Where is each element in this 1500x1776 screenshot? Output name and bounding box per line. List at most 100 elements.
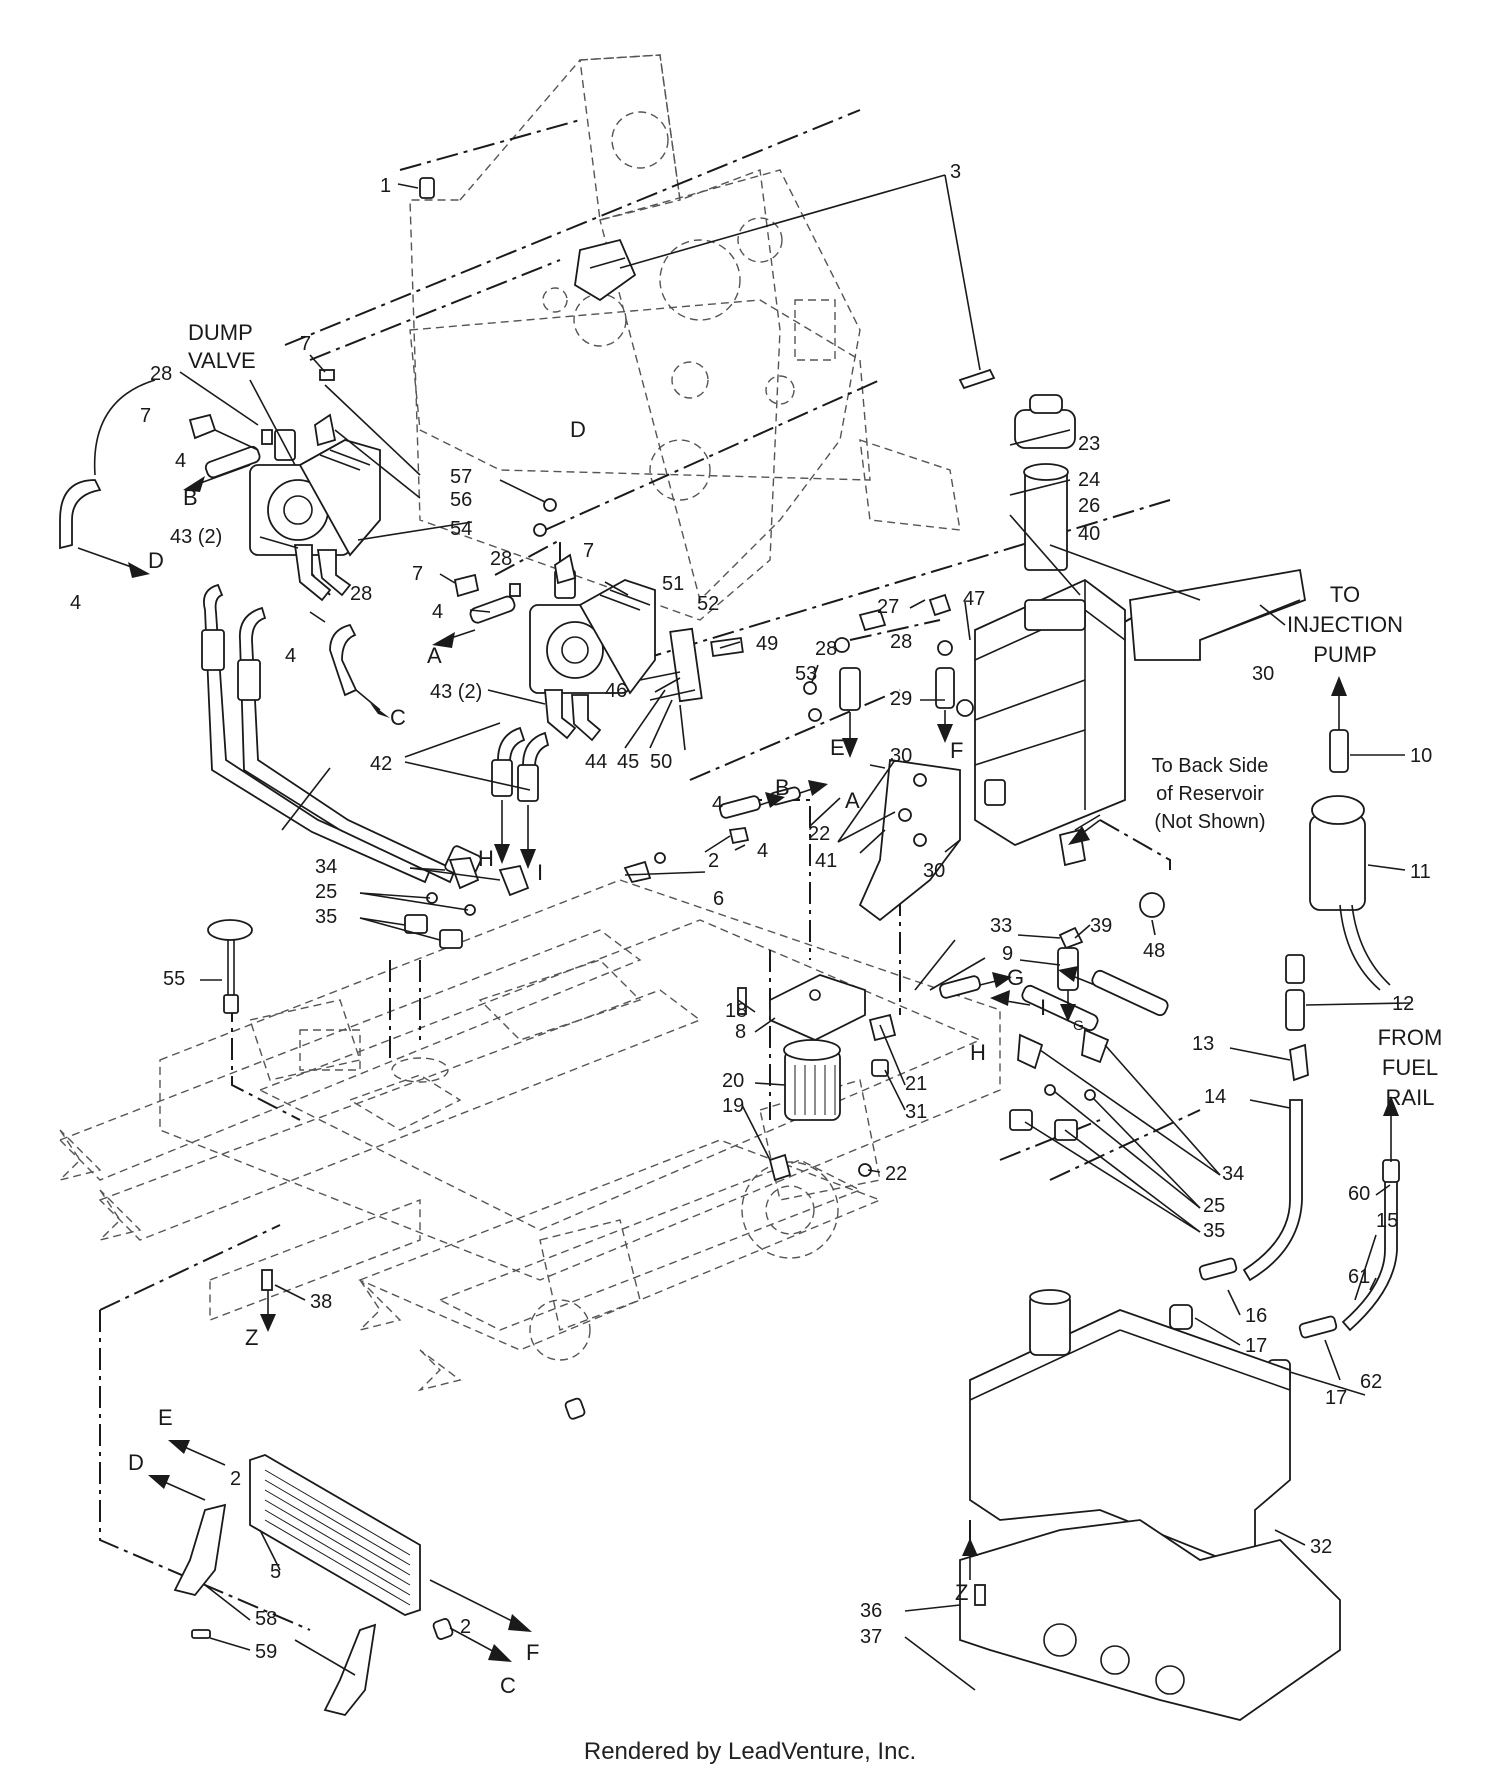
callout-30b: 30 (923, 860, 945, 882)
callout-43b: 43 (2) (430, 681, 482, 703)
callout-45: 45 (617, 751, 639, 773)
callout-41: 41 (815, 850, 837, 872)
hose-segments (59, 479, 358, 697)
callout-21: 21 (905, 1073, 927, 1095)
part-11-fuel-filter (1309, 795, 1391, 991)
flow-letter-E: E (830, 735, 845, 760)
callout-48: 48 (1143, 940, 1165, 962)
callout-4a: 4 (175, 450, 186, 472)
callout-59: 59 (255, 1641, 277, 1663)
callout-26: 26 (1078, 495, 1100, 517)
callout-3: 3 (950, 161, 961, 183)
flow-letter-E-2: E (158, 1405, 173, 1430)
callout-17a: 17 (1245, 1335, 1267, 1357)
callout-labels: 1 3 7 7 7 7 28 28 28 28 28 4 4 4 4 4 4 5… (70, 161, 1432, 1663)
callout-28a: 28 (150, 363, 172, 385)
flow-letter-D-frame: D (570, 417, 586, 442)
callout-4f: 4 (757, 840, 768, 862)
flow-letter-C-2: C (500, 1673, 516, 1698)
part-41-bracket (858, 758, 961, 922)
callout-28d: 28 (815, 638, 837, 660)
callout-28c: 28 (350, 583, 372, 605)
callout-16: 16 (1245, 1305, 1267, 1327)
callout-28e: 28 (890, 631, 912, 653)
callout-18: 18 (725, 1000, 747, 1022)
callout-39: 39 (1090, 915, 1112, 937)
callout-62: 62 (1360, 1371, 1382, 1393)
part-20-oil-filter (783, 1039, 841, 1121)
flow-letter-I-2: I (1040, 995, 1046, 1020)
flow-letter-A: A (427, 643, 442, 668)
callout-25a: 25 (315, 881, 337, 903)
part-43-elbows (293, 544, 602, 742)
callout-22b: 22 (885, 1163, 907, 1185)
callout-34b: 34 (1222, 1163, 1244, 1185)
note-injection-line1: TO (1330, 582, 1360, 607)
callout-11: 11 (1410, 861, 1431, 883)
callout-10: 10 (1410, 745, 1432, 767)
note-back-side-line2: of Reservoir (1156, 783, 1264, 805)
callout-55: 55 (163, 968, 185, 990)
note-back-side-line1: To Back Side (1152, 755, 1269, 777)
callout-44: 44 (585, 751, 607, 773)
main-chassis-frame (57, 879, 1001, 1392)
callout-2b: 2 (230, 1468, 241, 1490)
callout-19: 19 (722, 1095, 744, 1117)
callout-5: 5 (270, 1561, 281, 1583)
callout-7c: 7 (412, 563, 423, 585)
flow-arrows (77, 464, 1399, 1662)
callout-46: 46 (605, 680, 627, 702)
render-credit: Rendered by LeadVenture, Inc. (583, 1738, 917, 1765)
callout-36: 36 (860, 1600, 882, 1622)
callout-2a: 2 (708, 850, 719, 872)
callout-8: 8 (735, 1021, 746, 1043)
leader-lines (93, 174, 1411, 1691)
note-to-injection-pump: TO INJECTION PUMP (1287, 582, 1403, 667)
callout-14: 14 (1204, 1086, 1226, 1108)
flow-letter-G: G (1007, 965, 1024, 990)
callout-50: 50 (650, 751, 672, 773)
flow-letter-C: C (390, 705, 406, 730)
callout-37: 37 (860, 1626, 882, 1648)
part-42-hoses (201, 583, 550, 884)
callout-6: 6 (713, 888, 724, 910)
callout-47: 47 (963, 588, 985, 610)
callout-23: 23 (1078, 433, 1100, 455)
part-24-strainer (1023, 463, 1069, 571)
small-fittings (188, 369, 974, 717)
callout-30a: 30 (890, 745, 912, 767)
callout-38: 38 (310, 1291, 332, 1313)
callout-53: 53 (795, 663, 817, 685)
note-fuel-rail-line3: RAIL (1386, 1085, 1435, 1110)
flow-letter-F-2: F (526, 1640, 539, 1665)
flow-letter-H-2: H (970, 1040, 986, 1065)
part-40-bracket (1129, 568, 1307, 661)
callout-54: 54 (450, 518, 472, 540)
note-fuel-rail-line2: FUEL (1382, 1055, 1438, 1080)
callout-30c: 30 (1252, 663, 1274, 685)
callout-61: 61 (1348, 1266, 1370, 1288)
callout-25b: 25 (1203, 1195, 1225, 1217)
callout-28b: 28 (490, 548, 512, 570)
callout-29: 29 (890, 688, 912, 710)
part-26-reservoir (974, 578, 1126, 847)
callout-2c: 2 (460, 1616, 471, 1638)
callout-9: 9 (1002, 943, 1013, 965)
part-23-cap (1014, 394, 1076, 449)
note-dump-valve-line2: VALVE (188, 348, 256, 373)
fuel-lines (1242, 729, 1400, 1332)
callout-27: 27 (877, 596, 899, 618)
part-54-hydraulic-pump (249, 429, 381, 557)
note-from-fuel-rail: FROM FUEL RAIL (1378, 1025, 1443, 1110)
flow-letter-F: F (950, 738, 963, 763)
callout-4c: 4 (432, 601, 443, 623)
callout-35a: 35 (315, 906, 337, 928)
callout-58: 58 (255, 1608, 277, 1630)
misc-hardware (191, 708, 1165, 1640)
callout-20: 20 (722, 1070, 744, 1092)
callout-49: 49 (756, 633, 778, 655)
callout-35b: 35 (1203, 1220, 1225, 1242)
callout-40: 40 (1078, 523, 1100, 545)
flow-letter-D: D (148, 548, 164, 573)
